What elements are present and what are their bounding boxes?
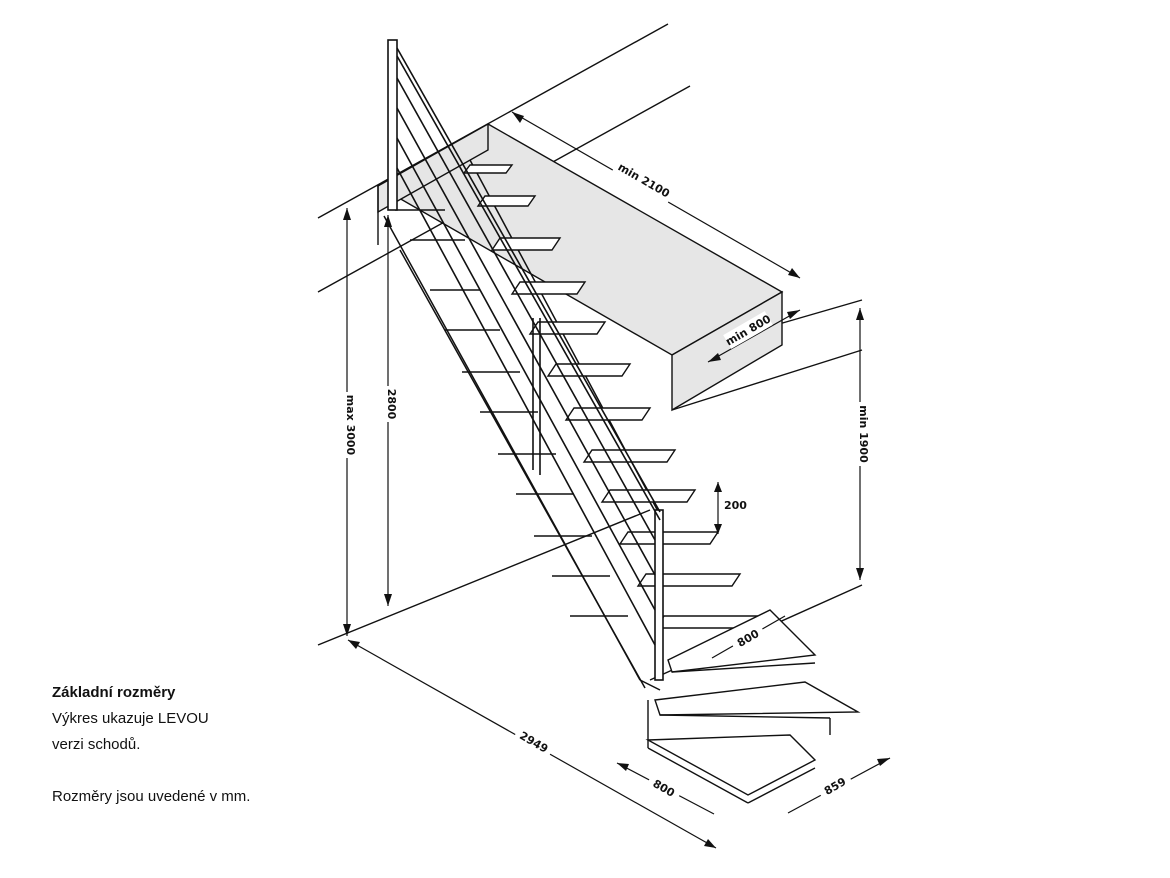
dim-floor-height: 2800 (385, 389, 398, 420)
dim-max-height: max 3000 (344, 395, 357, 456)
handrail (387, 39, 664, 681)
caption-line-1: Výkres ukazuje LEVOU (52, 710, 209, 727)
dimension-arrowheads (343, 112, 890, 848)
winder-edges (647, 662, 831, 804)
dim-step-rise: 200 (724, 499, 747, 512)
dim-opening-length: min 2100 (616, 160, 673, 200)
caption-line-2: verzi schodů. (52, 736, 141, 753)
caption-spacer (52, 758, 372, 784)
caption-units-note: Rozměry jsou uvedené v mm. (52, 788, 251, 805)
caption: Základní rozměry Výkres ukazuje LEVOU ve… (52, 680, 372, 810)
caption-title: Základní rozměry (52, 684, 176, 701)
dim-headroom: min 1900 (857, 405, 870, 463)
ceiling-lines (317, 23, 863, 681)
